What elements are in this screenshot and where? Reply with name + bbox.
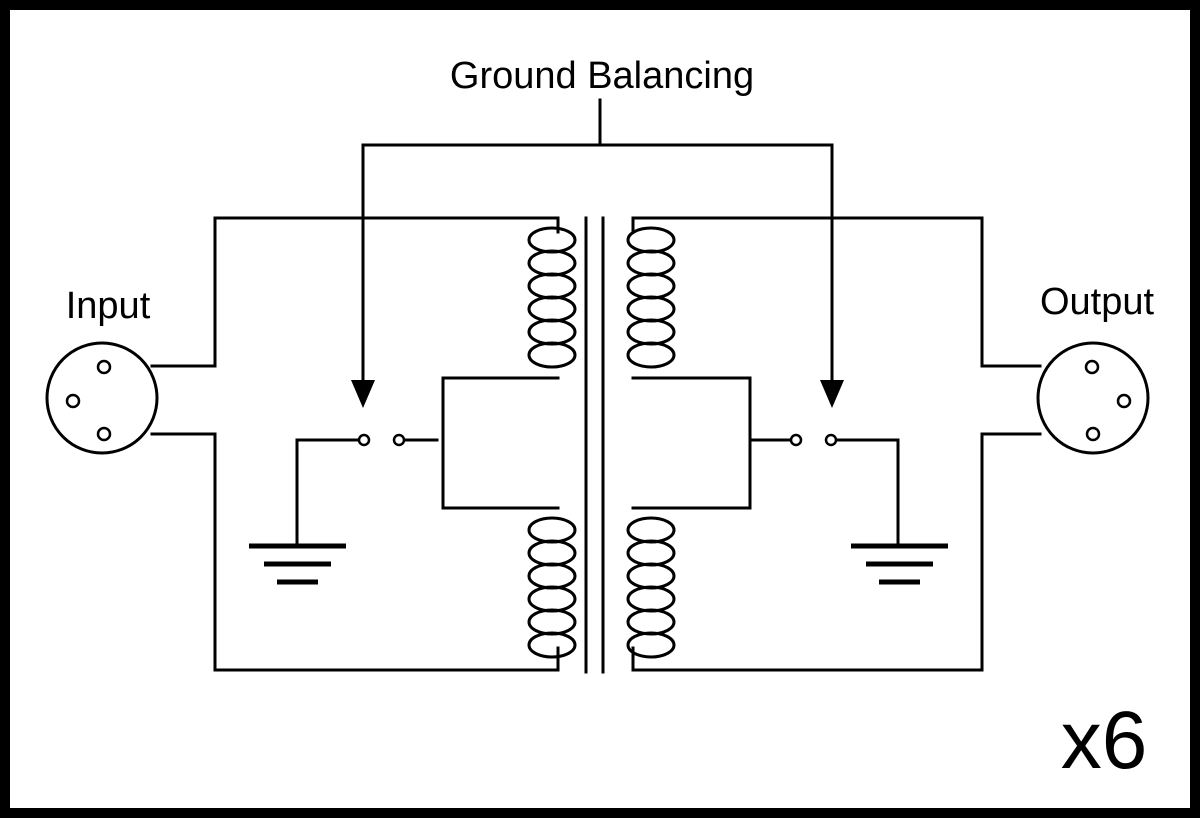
output-wiring [631, 216, 1042, 672]
input-ground [249, 543, 346, 585]
ground-icon [249, 543, 346, 585]
output-ground [851, 543, 948, 585]
switch-icon [789, 433, 803, 447]
coil-turn [626, 516, 676, 544]
coil-turn [527, 318, 577, 346]
coil-turn [527, 562, 577, 590]
transformer-icon [527, 226, 676, 659]
secondary-upper-coil [626, 226, 676, 369]
transformer-core [584, 216, 605, 674]
coil-turn [527, 631, 577, 659]
coil-turn [527, 608, 577, 636]
output-label: Output [1040, 281, 1155, 323]
xlr-connector-icon [45, 341, 159, 455]
coil-turn [626, 295, 676, 323]
coil-turn [527, 226, 577, 254]
coil-turn [527, 585, 577, 613]
coil-turn [626, 562, 676, 590]
switch-icon [392, 433, 406, 447]
arrow-down-icon [820, 380, 844, 408]
xlr-connector-icon [1036, 341, 1150, 455]
ground-balancing-bracket [351, 98, 844, 408]
coil-turn [527, 295, 577, 323]
coil-turn [626, 226, 676, 254]
coil-turn [626, 539, 676, 567]
coil-turn [626, 631, 676, 659]
secondary-lower-coil [626, 516, 676, 659]
ground-balancing-label: Ground Balancing [450, 55, 754, 97]
coil-turn [527, 249, 577, 277]
switch-icon [357, 433, 371, 447]
coil-turn [626, 608, 676, 636]
coil-turn [626, 272, 676, 300]
coil-turn [527, 341, 577, 369]
arrow-down-icon [351, 380, 375, 408]
output-switch [789, 433, 838, 447]
coil-turn [527, 516, 577, 544]
input-label: Input [66, 285, 151, 327]
primary-lower-coil [527, 516, 577, 659]
input-switch [357, 433, 406, 447]
switch-icon [824, 433, 838, 447]
primary-upper-coil [527, 226, 577, 369]
output-connector [1036, 341, 1150, 455]
multiplier-label: x6 [1061, 695, 1148, 786]
coil-turn [626, 585, 676, 613]
coil-turn [626, 249, 676, 277]
coil-turn [626, 318, 676, 346]
coil-turn [527, 539, 577, 567]
coil-turn [626, 341, 676, 369]
coil-turn [527, 272, 577, 300]
input-connector [45, 341, 159, 455]
ground-icon [851, 543, 948, 585]
input-wiring [150, 216, 560, 672]
